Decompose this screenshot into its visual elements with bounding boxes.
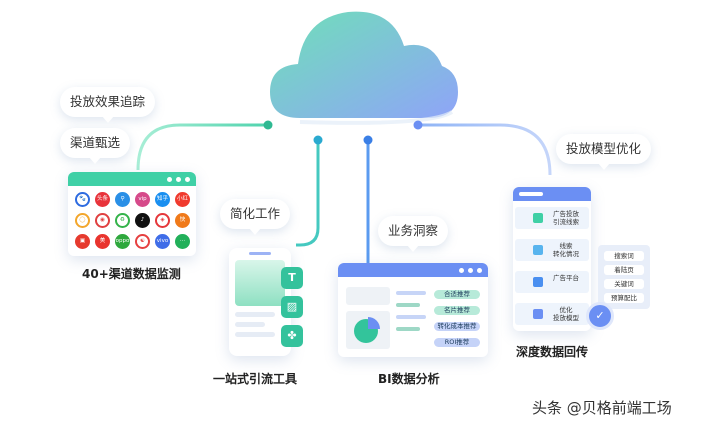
channel-monitor-card: 🐾 头条 ⚲ vip 知乎小红书 ◯ ◉ ♻ ♪ ◈ 快 ▣ 美 oppo ☯ vivo ··· (68, 172, 196, 256)
channel-logo-icon: vivo (155, 234, 170, 249)
side-tag-panel: 搜索词 着陆页 关键词 预算配比 (598, 245, 650, 309)
bubble-simplify: 简化工作 (220, 199, 291, 235)
side-tag: 关键词 (604, 279, 644, 289)
channel-logo-icon: ◉ (95, 213, 110, 228)
channel-logo-icon: ♻ (115, 213, 130, 228)
channel-logo-icon: oppo (115, 234, 130, 249)
side-tag: 着陆页 (604, 265, 644, 275)
phone-image (235, 260, 285, 306)
phone-line (235, 322, 265, 327)
bar-chart-icon (346, 287, 390, 305)
bi-tag: ROI推荐 (434, 338, 480, 347)
pie-chart-icon (346, 311, 390, 349)
watermark: 头条 @贝格前端工场 (532, 399, 672, 417)
channel-logo-icon: 美 (95, 234, 110, 249)
caption-bi: BI数据分析 (378, 372, 440, 386)
bi-tag: 名片推荐 (434, 306, 480, 315)
channel-logo-icon: 知乎 (155, 192, 170, 207)
channel-logo-icon: ☯ (135, 234, 150, 249)
channel-logo-icon: 快 (175, 213, 190, 228)
bi-tag: 转化成本推荐 (434, 322, 480, 331)
bubble-optimize: 投放模型优化 (556, 134, 652, 170)
channel-logo-icon: 头条 (95, 192, 110, 207)
feedback-card: 广告投放 引流线索 线索 转化情况 广告平台 优化 投放模型 (513, 187, 591, 331)
bubble-channel-select: 渠道甄选 (60, 128, 131, 164)
channel-logo-icon: ··· (175, 234, 190, 249)
image-tool-icon: ▨ (281, 296, 303, 318)
caption-monitor: 40+渠道数据监测 (82, 267, 181, 281)
bi-card: 合适推荐 名片推荐 转化成本推荐 ROI推荐 (338, 263, 488, 357)
flow-step: 线索 转化情况 (515, 239, 589, 261)
channel-logo-icon: ⚲ (115, 192, 130, 207)
channel-logo-icon: 🐾 (75, 192, 90, 207)
channel-logo-icon: ◈ (155, 213, 170, 228)
channel-logo-icon: ▣ (75, 234, 90, 249)
list-lines (396, 291, 426, 351)
tool-phone (229, 248, 291, 356)
widget-tool-icon: ✤ (281, 325, 303, 347)
caption-feedback: 深度数据回传 (516, 345, 589, 359)
cloud-icon (270, 11, 458, 125)
caption-tool: 一站式引流工具 (213, 372, 298, 386)
channel-logo-icon: ♪ (135, 213, 150, 228)
bubble-insight: 业务洞察 (378, 216, 449, 252)
phone-line (235, 312, 275, 317)
channel-logo-icon: vip (135, 192, 150, 207)
phone-line (235, 332, 275, 337)
bubble-tracking: 投放效果追踪 (60, 87, 156, 123)
check-icon: ✓ (586, 302, 614, 330)
side-tag: 预算配比 (604, 293, 644, 303)
text-tool-icon: T (281, 267, 303, 289)
channel-logo-icon: 小红书 (175, 192, 190, 207)
side-tag: 搜索词 (604, 251, 644, 261)
bi-tag: 合适推荐 (434, 290, 480, 299)
phone-notch (249, 252, 271, 255)
flow-step: 优化 投放模型 (515, 303, 589, 325)
channel-logo-icon: ◯ (75, 213, 90, 228)
flow-step: 广告平台 (515, 271, 589, 293)
flow-step: 广告投放 引流线索 (515, 207, 589, 229)
